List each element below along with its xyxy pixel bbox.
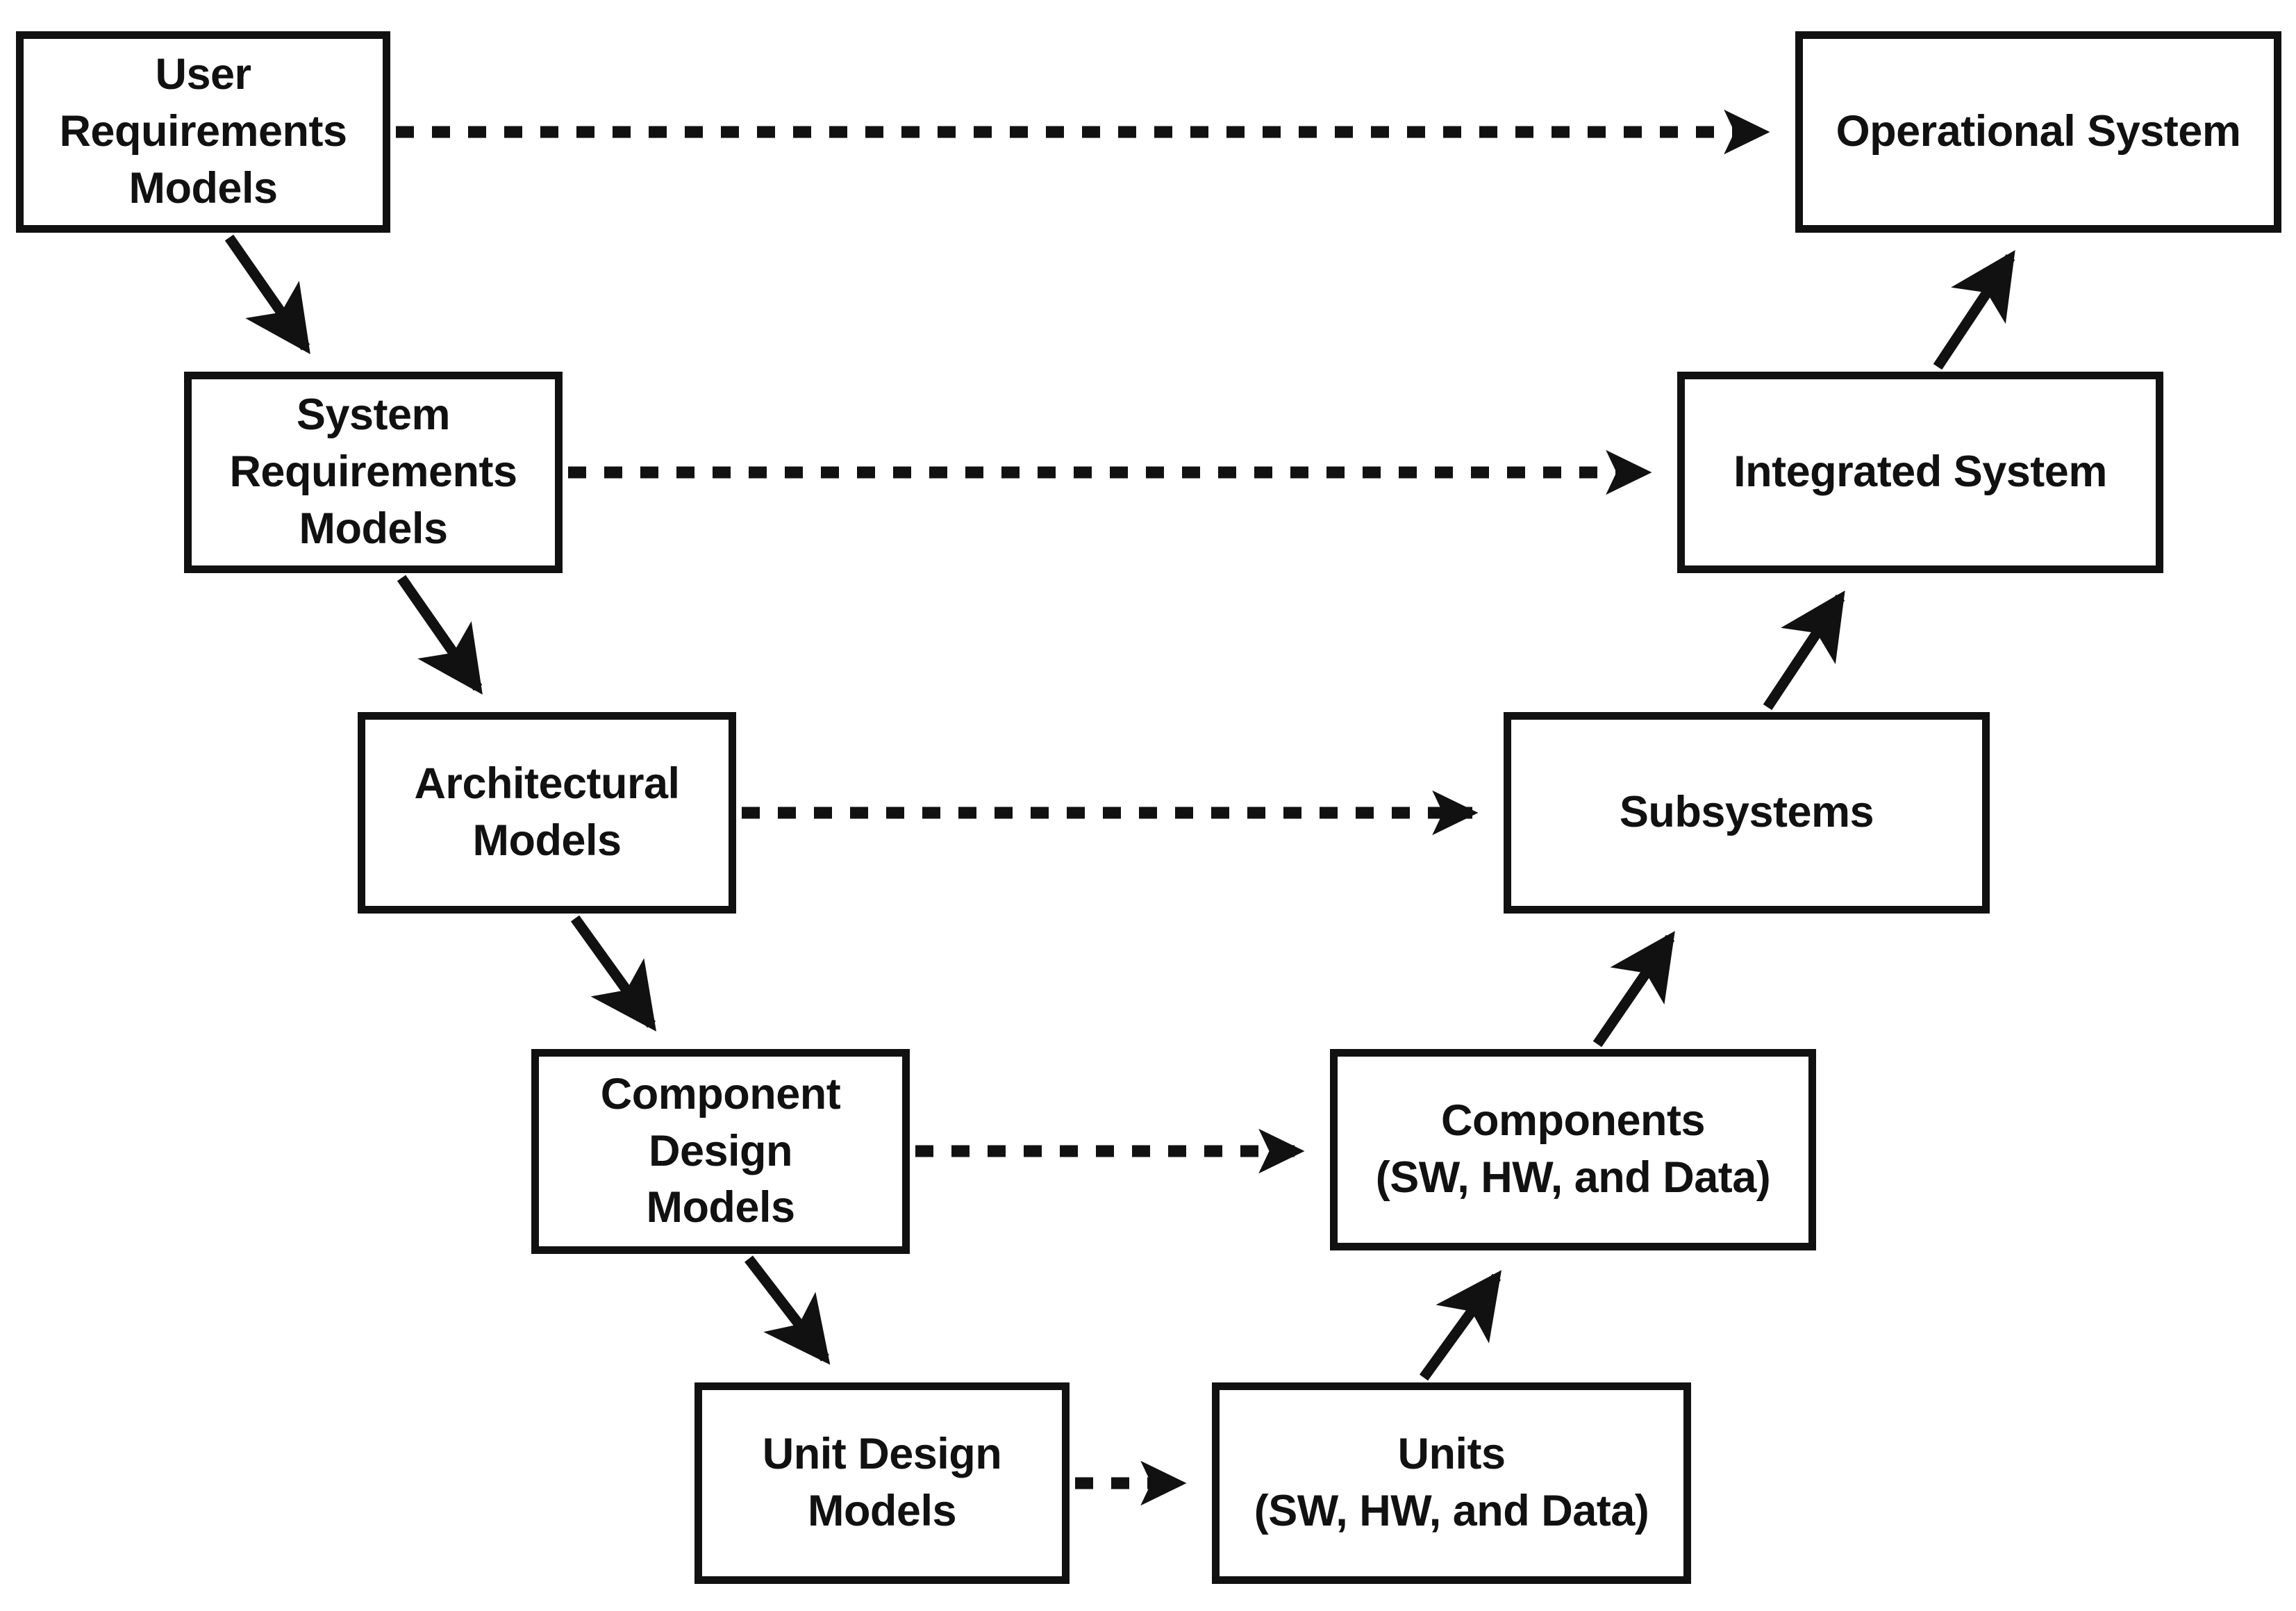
edge-cmp-to-ss	[1592, 931, 1675, 1048]
edge-am-to-cdm	[570, 915, 657, 1032]
node-user-requirements-models[interactable]: User Requirements Models	[16, 31, 390, 233]
node-label: Component Design Models	[600, 1069, 841, 1232]
edge-un-to-cmp	[1419, 1270, 1502, 1381]
edge-is-to-os	[1933, 250, 2015, 370]
node-label: Architectural Models	[414, 759, 680, 865]
node-system-requirements-models[interactable]: System Requirements Models	[184, 372, 563, 573]
node-label: Components (SW, HW, and Data)	[1375, 1096, 1771, 1202]
node-label: Integrated System	[1733, 447, 2107, 497]
edge-ss-to-is	[1763, 590, 1845, 711]
node-label: System Requirements Models	[229, 390, 517, 553]
node-label: Operational System	[1836, 107, 2241, 156]
edge-cdm-to-udm	[744, 1255, 831, 1365]
node-architectural-models[interactable]: Architectural Models	[358, 712, 736, 914]
node-component-design-models[interactable]: Component Design Models	[531, 1049, 910, 1254]
node-unit-design-models[interactable]: Unit Design Models	[694, 1382, 1070, 1584]
node-integrated-system[interactable]: Integrated System	[1677, 372, 2163, 573]
node-label: Units (SW, HW, and Data)	[1254, 1430, 1649, 1535]
edge-urm-to-srm	[224, 234, 310, 354]
node-operational-system[interactable]: Operational System	[1795, 31, 2281, 233]
node-units[interactable]: Units (SW, HW, and Data)	[1212, 1382, 1691, 1584]
node-components[interactable]: Components (SW, HW, and Data)	[1330, 1049, 1816, 1250]
node-label: User Requirements Models	[59, 50, 347, 213]
node-label: Subsystems	[1619, 788, 1874, 837]
node-label: Unit Design Models	[762, 1430, 1002, 1535]
node-subsystems[interactable]: Subsystems	[1504, 712, 1990, 914]
edge-srm-to-am	[397, 575, 483, 695]
